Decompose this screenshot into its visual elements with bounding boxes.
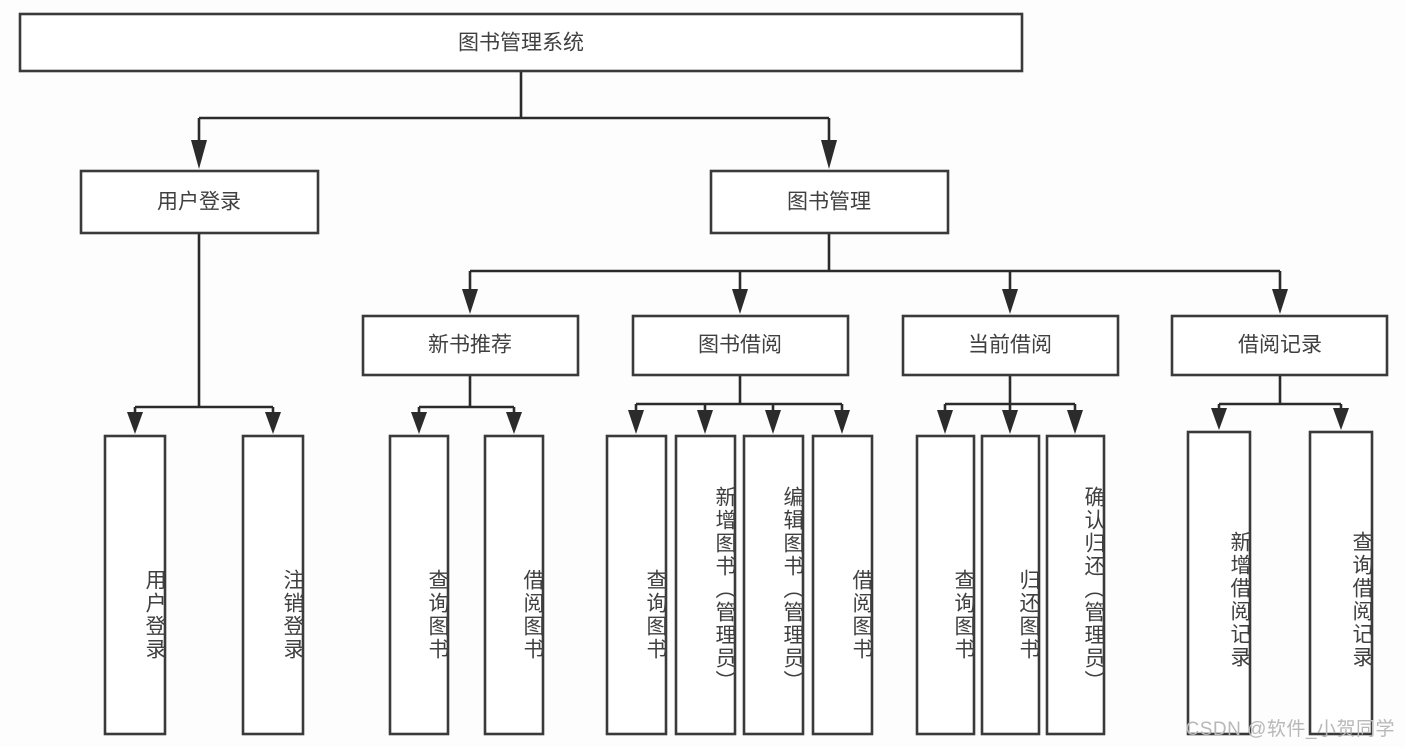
arrowhead-bookmgmt-c3 <box>1002 289 1018 314</box>
connector-group-root <box>191 71 837 169</box>
node-borrow-record-box[interactable] <box>1170 314 1389 377</box>
node-current-borrow-box[interactable] <box>901 314 1120 377</box>
arrowhead-borrow-l1 <box>628 410 644 434</box>
node-borrow-record[interactable]: 借阅记录 <box>1170 314 1389 377</box>
node-root[interactable]: 图书管理系统 <box>18 12 1024 73</box>
node-book-management-box[interactable] <box>709 169 950 235</box>
leaf-box-query-borrow-record[interactable] <box>1308 430 1374 736</box>
arrowhead-borrow-l3 <box>765 410 781 434</box>
leaf-box-confirm-return-admin[interactable] <box>1045 434 1106 736</box>
arrowhead-current-l3 <box>1067 410 1083 434</box>
arrowhead-bookmgmt-c4 <box>1272 289 1288 314</box>
arrowhead-root-to-user <box>191 140 207 169</box>
node-user-login-box[interactable] <box>79 169 320 235</box>
node-root-label: 图书管理系统 <box>458 32 584 55</box>
leaf-box-borrow-book-new[interactable] <box>483 434 545 736</box>
leaf-box-query-book-borrow[interactable] <box>605 434 668 736</box>
connector-group-current-borrow <box>937 375 1083 434</box>
csdn-watermark: CSDN @软件_小贺同学 <box>1185 719 1395 740</box>
arrowhead-current-l1 <box>937 410 953 434</box>
arrowhead-newbook-l2 <box>506 412 522 434</box>
arrowhead-bookmgmt-c1 <box>462 289 478 314</box>
node-current-borrow-label: 当前借阅 <box>968 334 1052 357</box>
connector-group-book-mgmt <box>462 233 1288 314</box>
leaf-box-add-borrow-record[interactable] <box>1186 430 1252 736</box>
node-book-management[interactable]: 图书管理 <box>709 169 950 235</box>
leaf-box-edit-book-admin[interactable] <box>742 434 805 736</box>
node-book-management-label: 图书管理 <box>787 191 871 214</box>
arrowhead-record-l1 <box>1211 408 1227 430</box>
arrowhead-borrow-l2 <box>697 410 713 434</box>
node-user-login-label: 用户登录 <box>157 191 241 214</box>
leaf-box-borrow-book[interactable] <box>811 434 874 736</box>
connector-group-borrow-record <box>1211 375 1349 430</box>
arrowhead-user-leaf2 <box>265 412 281 434</box>
leaf-box-add-book-admin[interactable] <box>674 434 737 736</box>
node-new-book-recommend-box[interactable] <box>361 314 580 377</box>
arrowhead-root-to-book <box>821 140 837 169</box>
node-book-borrow[interactable]: 图书借阅 <box>631 314 850 377</box>
leaf-box-query-book-current[interactable] <box>915 434 976 736</box>
arrowhead-record-l2 <box>1333 408 1349 430</box>
arrowhead-user-leaf1 <box>127 412 143 434</box>
connector-group-new-book <box>411 375 522 434</box>
arrowhead-bookmgmt-c2 <box>732 289 748 314</box>
node-user-login[interactable]: 用户登录 <box>79 169 320 235</box>
connector-group-user-login <box>127 233 281 434</box>
node-borrow-record-label: 借阅记录 <box>1238 334 1322 357</box>
leaf-box-query-book-new[interactable] <box>388 434 450 736</box>
node-book-borrow-label: 图书借阅 <box>698 334 782 357</box>
leaf-box-logout[interactable] <box>241 434 305 736</box>
node-book-borrow-box[interactable] <box>631 314 850 377</box>
arrowhead-borrow-l4 <box>834 410 850 434</box>
node-current-borrow[interactable]: 当前借阅 <box>901 314 1120 377</box>
node-new-book-recommend-label: 新书推荐 <box>428 334 512 357</box>
leaf-box-user-login[interactable] <box>103 434 167 736</box>
node-new-book-recommend[interactable]: 新书推荐 <box>361 314 580 377</box>
arrowhead-newbook-l1 <box>411 412 427 434</box>
connector-group-book-borrow <box>628 375 850 434</box>
node-root-box[interactable] <box>18 12 1024 73</box>
leaf-box-return-book[interactable] <box>980 434 1041 736</box>
arrowhead-current-l2 <box>1002 410 1018 434</box>
